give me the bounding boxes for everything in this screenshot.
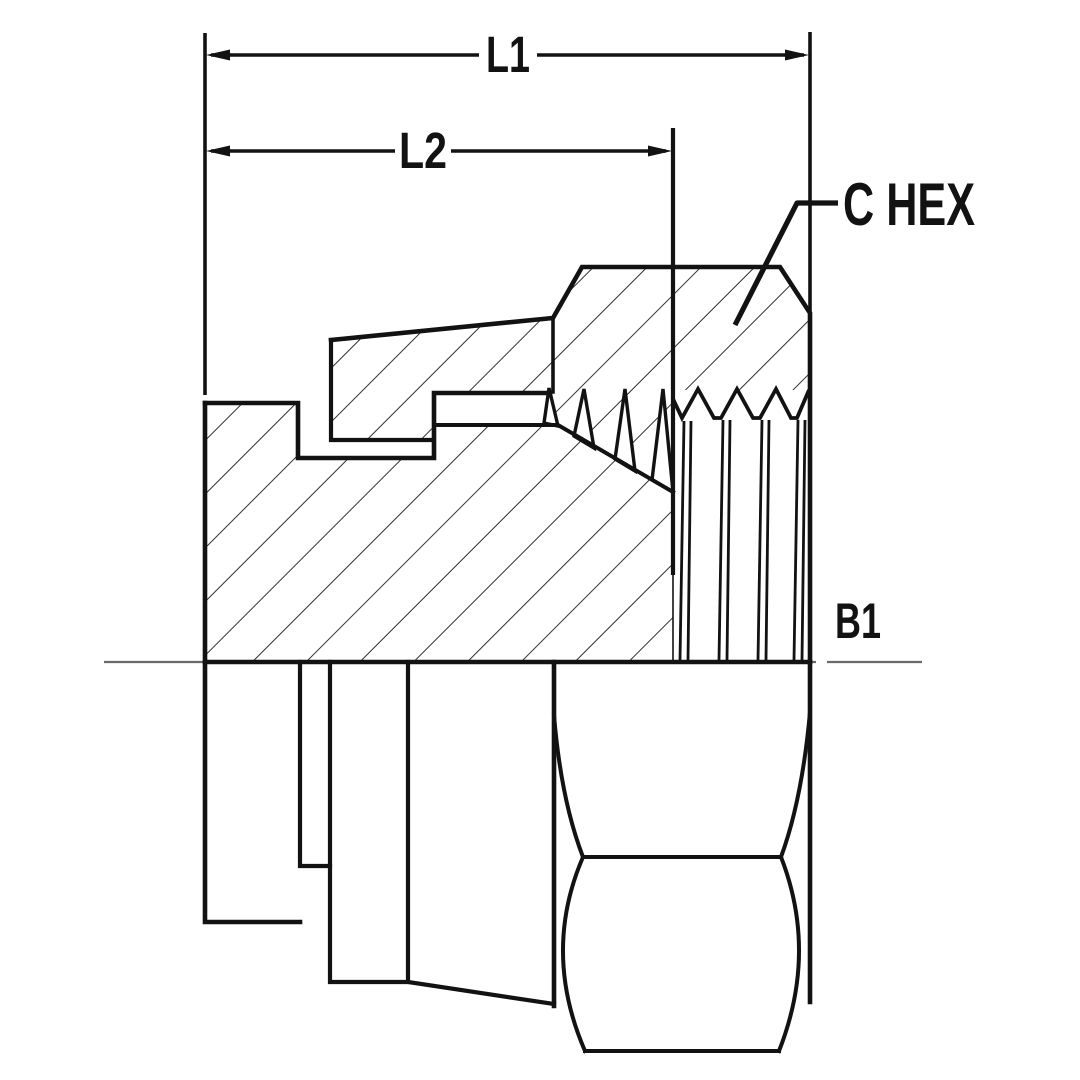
hatch-sleeve <box>331 318 553 440</box>
l1-extension-lines <box>203 32 812 395</box>
c-hex-label: C HEX <box>843 171 975 238</box>
dimension-l1: L1 <box>203 26 812 395</box>
l1-arrowheads <box>206 49 809 61</box>
hatch-body <box>205 403 673 662</box>
thread-teeth-open <box>671 384 811 661</box>
c-hex-leader-line <box>732 200 838 327</box>
profile-view-lower <box>202 659 813 1054</box>
thread-root-lines <box>678 419 807 661</box>
section-view-upper <box>202 264 813 665</box>
section-outline <box>202 264 813 665</box>
dimension-l2: L2 <box>206 122 676 575</box>
l2-label: L2 <box>399 122 447 179</box>
l1-label: L1 <box>486 26 530 83</box>
callout-b1: B1 <box>835 593 881 649</box>
hex-corner-edges <box>551 709 813 1054</box>
callout-c-hex: C HEX <box>732 171 975 327</box>
l2-arrowheads <box>206 145 672 157</box>
b1-label: B1 <box>835 593 881 649</box>
